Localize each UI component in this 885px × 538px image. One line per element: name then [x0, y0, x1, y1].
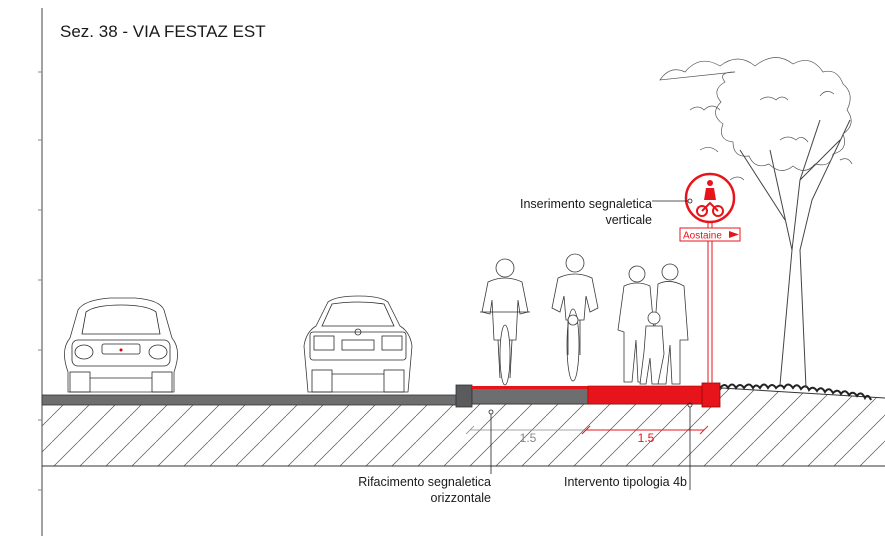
cyclist-back — [551, 253, 599, 382]
red-edge-curb — [701, 382, 721, 408]
vertical-sign-label-line1: Inserimento segnaletica — [520, 197, 652, 211]
existing-path-red-marking — [472, 386, 588, 389]
dimension-new: 1.5 — [581, 425, 709, 445]
dimension-existing: 1.5 — [465, 425, 591, 445]
horizontal-marking-label-line2: orizzontale — [431, 491, 491, 505]
cyclist-front — [480, 258, 530, 386]
new-cycle-path — [587, 385, 705, 405]
horizontal-marking-callout: Rifacimento segnaletica orizzontale — [358, 409, 494, 505]
dimension-existing-value: 1.5 — [520, 431, 537, 445]
road-asphalt — [41, 394, 457, 406]
car-rear-view-2 — [303, 295, 413, 393]
intervention-callout: Intervento tipologia 4b — [564, 402, 693, 490]
curb — [455, 384, 473, 408]
direction-sign-plate — [679, 227, 741, 242]
vertical-sign: Aostaine — [679, 172, 741, 384]
frame-border — [38, 8, 43, 536]
direction-arrow-icon — [729, 231, 739, 238]
car-front-view-1 — [64, 297, 178, 393]
existing-cycle-path — [471, 387, 589, 405]
tree — [659, 57, 853, 389]
dimension-new-value: 1.5 — [638, 431, 655, 445]
vertical-sign-label-line2: verticale — [605, 213, 652, 227]
grass-edge — [719, 383, 872, 401]
intervention-label: Intervento tipologia 4b — [564, 475, 687, 489]
section-title: Sez. 38 - VIA FESTAZ EST — [60, 22, 266, 41]
pedestrians-group — [617, 263, 689, 385]
vertical-sign-callout: Inserimento segnaletica verticale — [520, 197, 693, 227]
horizontal-marking-label-line1: Rifacimento segnaletica — [358, 475, 491, 489]
direction-sign-text: Aostaine — [683, 231, 722, 242]
